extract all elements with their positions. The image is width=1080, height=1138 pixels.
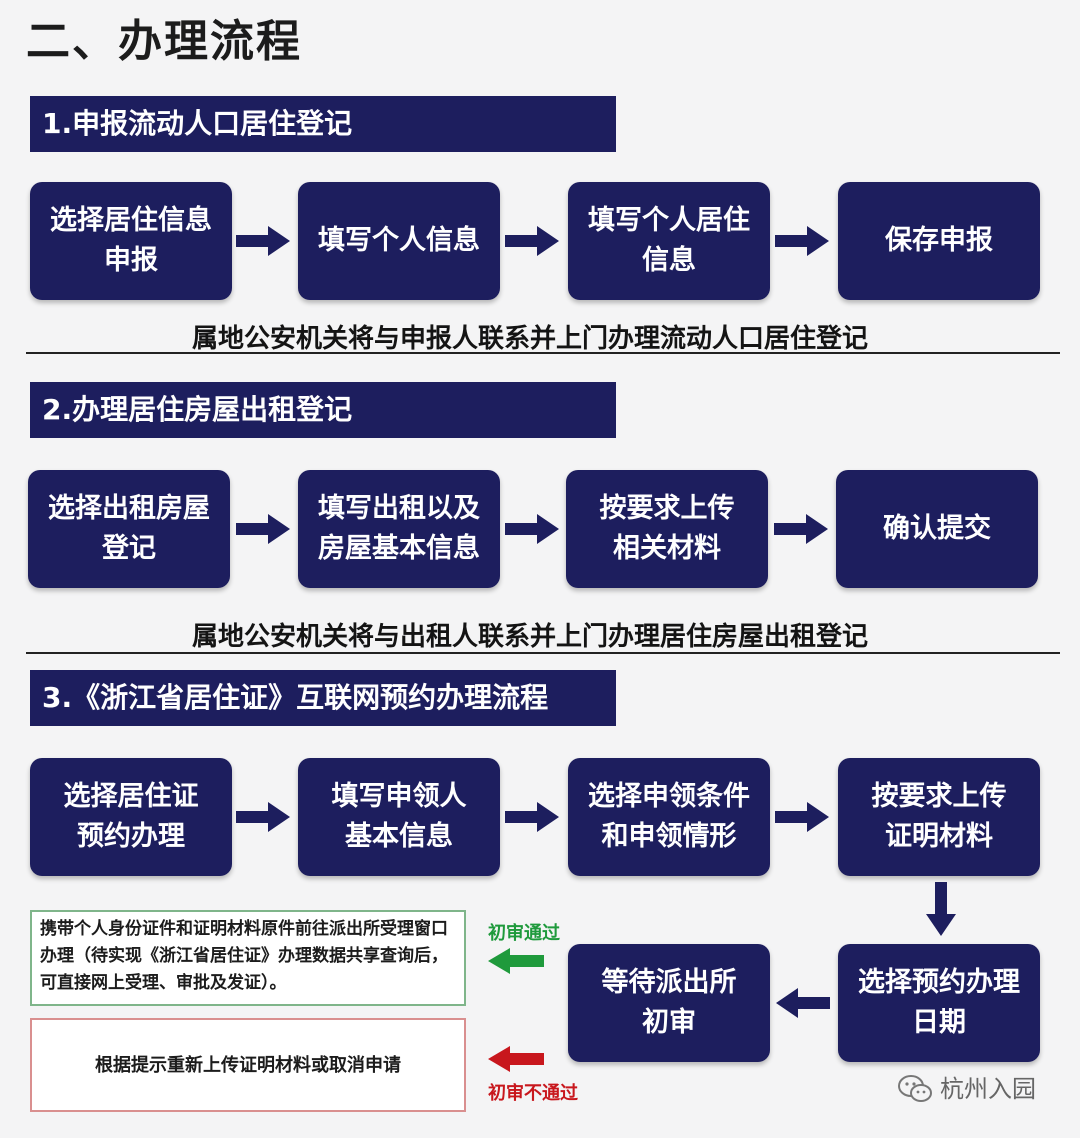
arrow-right-icon <box>505 514 559 544</box>
section-3-heading: 3.《浙江省居住证》互联网预约办理流程 <box>30 670 616 726</box>
section-3-step-5: 选择预约办理 日期 <box>838 944 1040 1062</box>
section-3-step-6: 等待派出所 初审 <box>568 944 770 1062</box>
arrow-down-icon <box>926 882 956 936</box>
section-2-heading: 2.办理居住房屋出租登记 <box>30 382 616 438</box>
arrow-left-green-icon <box>488 948 544 974</box>
arrow-left-red-icon <box>488 1046 544 1072</box>
section-2-step-2: 填写出租以及 房屋基本信息 <box>298 470 500 588</box>
section-1-step-4: 保存申报 <box>838 182 1040 300</box>
section-2-step-4: 确认提交 <box>836 470 1038 588</box>
arrow-right-icon <box>505 802 559 832</box>
section-3-step-4: 按要求上传 证明材料 <box>838 758 1040 876</box>
arrow-right-icon <box>505 226 559 256</box>
section-3-step-1: 选择居住证 预约办理 <box>30 758 232 876</box>
arrow-right-icon <box>775 802 829 832</box>
fail-instructions: 根据提示重新上传证明材料或取消申请 <box>30 1018 466 1112</box>
arrow-right-icon <box>774 514 828 544</box>
pass-label: 初审通过 <box>488 923 560 944</box>
section-3-step-3: 选择申领条件 和申领情形 <box>568 758 770 876</box>
wechat-icon <box>898 1075 932 1102</box>
section-1-step-2: 填写个人信息 <box>298 182 500 300</box>
divider <box>26 652 1060 654</box>
fail-label: 初审不通过 <box>488 1083 578 1104</box>
divider <box>26 352 1060 354</box>
watermark-text: 杭州入园 <box>940 1075 1036 1103</box>
section-3-step-2: 填写申领人 基本信息 <box>298 758 500 876</box>
arrow-right-icon <box>236 514 290 544</box>
arrow-left-icon <box>776 988 830 1018</box>
arrow-right-icon <box>236 226 290 256</box>
arrow-right-icon <box>775 226 829 256</box>
section-1-note: 属地公安机关将与申报人联系并上门办理流动人口居住登记 <box>191 324 868 354</box>
fail-instructions-text: 根据提示重新上传证明材料或取消申请 <box>95 1054 401 1076</box>
section-1-heading: 1.申报流动人口居住登记 <box>30 96 616 152</box>
section-2-step-3: 按要求上传 相关材料 <box>566 470 768 588</box>
section-1-step-1: 选择居住信息 申报 <box>30 182 232 300</box>
section-2-step-1: 选择出租房屋 登记 <box>28 470 230 588</box>
arrow-right-icon <box>236 802 290 832</box>
section-1-step-3: 填写个人居住 信息 <box>568 182 770 300</box>
section-2-note: 属地公安机关将与出租人联系并上门办理居住房屋出租登记 <box>191 622 868 652</box>
pass-instructions: 携带个人身份证件和证明材料原件前往派出所受理窗口办理（待实现《浙江省居住证》办理… <box>30 910 466 1006</box>
page-title: 二、办理流程 <box>26 16 302 67</box>
